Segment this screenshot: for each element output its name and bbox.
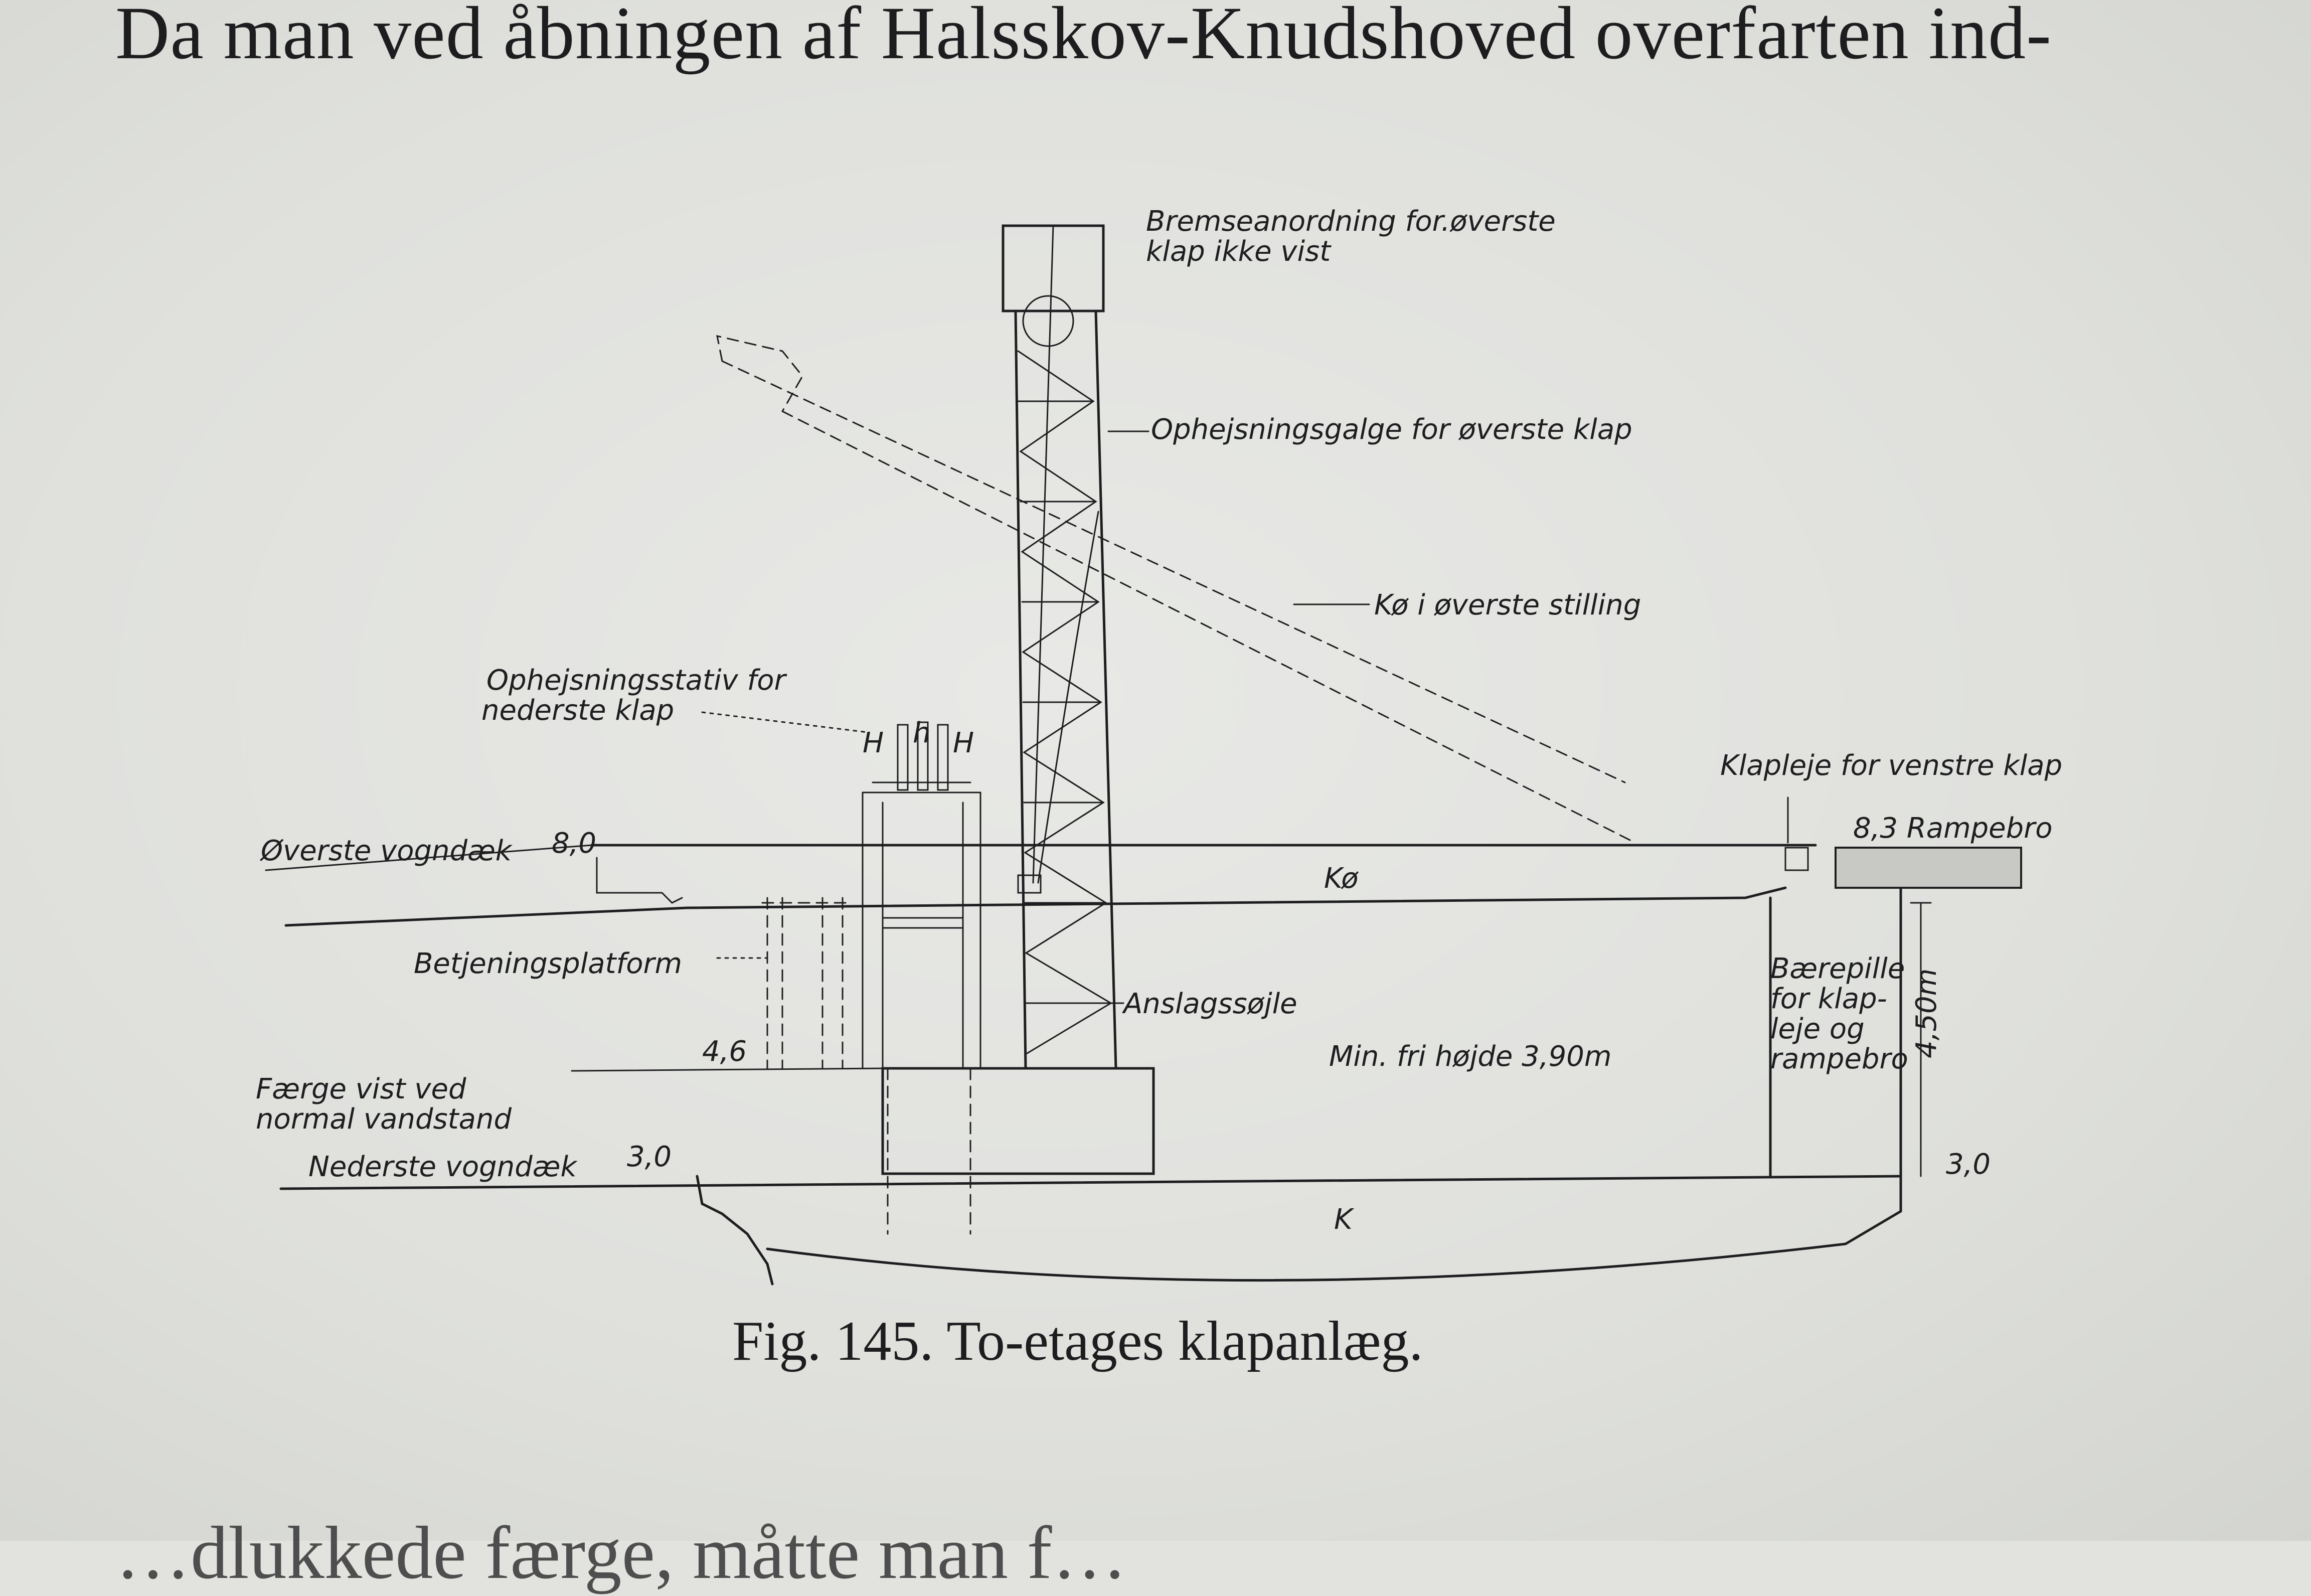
label-stop-column: Anslagssøjle <box>1122 988 1297 1020</box>
label-lower-deck: Nederste vogndæk <box>308 1151 578 1183</box>
label-h-right: H <box>953 727 974 759</box>
label-upper-deck: Øverste vogndæk <box>260 835 513 867</box>
leader-lines <box>701 430 1370 1004</box>
operating-platform <box>761 897 971 1235</box>
label-pillar-4: rampebro <box>1770 1043 1908 1075</box>
label-upper-position: Kø i øverste stilling <box>1374 589 1641 621</box>
flap-upper-position <box>716 335 1636 844</box>
label-brake-note-2: klap ikke vist <box>1146 235 1332 268</box>
label-brake-note-1: Bremseanordning for.øverste <box>1146 205 1556 238</box>
label-pillar-2: for klap- <box>1770 983 1887 1015</box>
label-stand-2: nederste klap <box>481 694 674 727</box>
book-page <box>0 0 2311 1541</box>
upper-flap <box>265 844 1817 927</box>
body-text-bottom-fragment: …dlukkede færge, måtte man f… <box>115 1511 1127 1594</box>
label-right-level: 3,0 <box>1946 1148 1991 1181</box>
label-h-left: H <box>863 727 884 759</box>
label-water-level: 4,6 <box>702 1035 747 1068</box>
hoisting-gallows <box>1002 224 1117 1070</box>
label-upper-deck-level: 8,0 <box>552 827 596 860</box>
label-clearance: Min. fri højde 3,90m <box>1329 1040 1611 1073</box>
label-ferry-2: normal vandstand <box>256 1103 512 1136</box>
label-stand-1: Ophejsningsstativ for <box>486 664 787 697</box>
label-pillar-1: Bærepille <box>1770 952 1905 985</box>
label-h-mid: h <box>913 717 931 749</box>
bearing-pillar <box>1769 796 2022 1178</box>
hoisting-stand <box>862 721 981 1069</box>
body-text-top-line: Da man ved åbningen af Halsskov-Knudshov… <box>115 0 2052 75</box>
label-ferry-1: Færge vist ved <box>256 1073 466 1105</box>
bridge-diagram: Bremseanordning for.øverste klap ikke vi… <box>256 205 2062 1286</box>
label-platform: Betjeningsplatform <box>414 947 682 980</box>
label-k: K <box>1334 1203 1355 1236</box>
label-bearing: Klapleje for venstre klap <box>1720 749 2062 782</box>
label-ko: Kø <box>1324 862 1359 895</box>
label-pillar-3: leje og <box>1770 1013 1865 1045</box>
lower-deck-ferry <box>279 1175 1902 1286</box>
label-gallows: Ophejsningsgalge for øverste klap <box>1151 413 1632 446</box>
label-lower-deck-level: 3,0 <box>627 1141 672 1173</box>
figure-caption: Fig. 145. To-etages klapanlæg. <box>732 1310 1423 1372</box>
support-base <box>571 1067 1155 1175</box>
label-ramp: 8,3 Rampebro <box>1853 812 2052 845</box>
label-height-dim: 4,50m <box>1910 969 1943 1058</box>
